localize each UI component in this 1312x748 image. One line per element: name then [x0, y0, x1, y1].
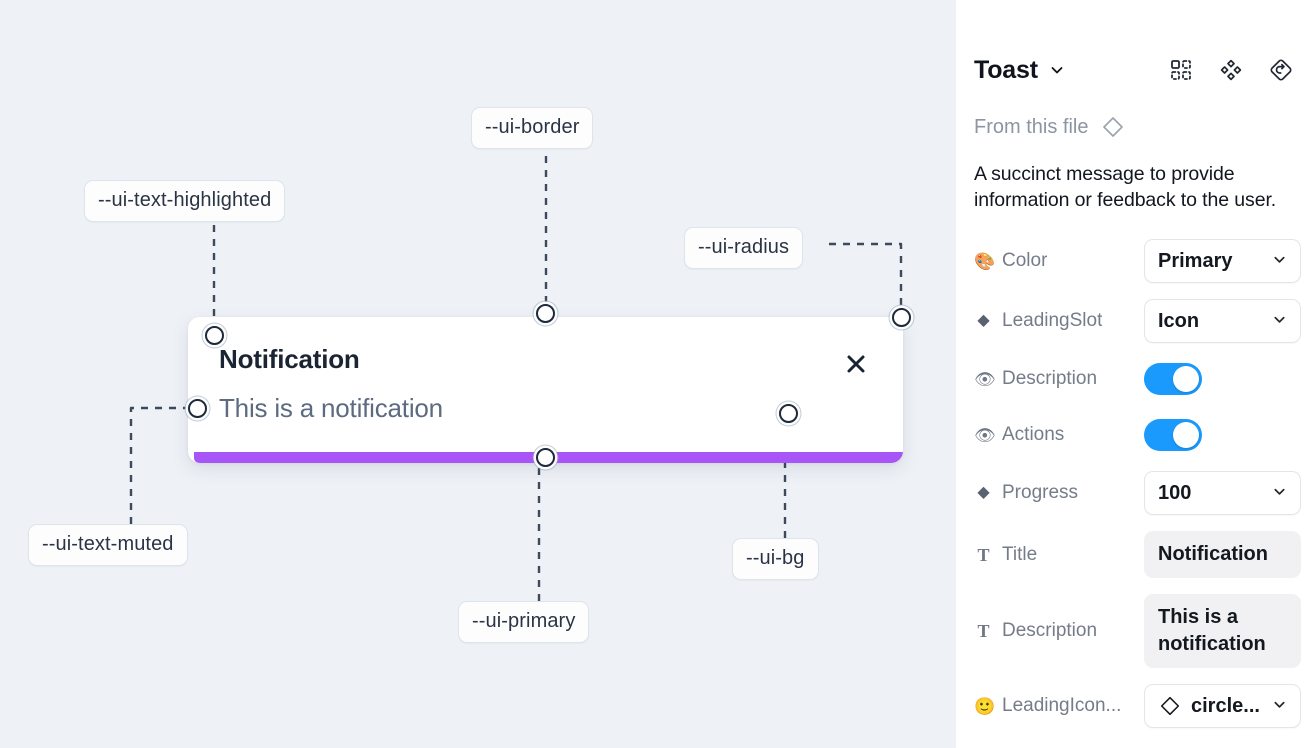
token-chip-ui-radius[interactable]: --ui-radius [684, 227, 804, 269]
eye-icon: 👁 [974, 425, 996, 445]
property-label: Description [1002, 620, 1098, 642]
toggle-knob [1173, 366, 1199, 393]
title-field[interactable]: Notification [1144, 531, 1301, 579]
diamond-icon: ◆ [977, 484, 990, 502]
reset-diamond-icon[interactable] [1268, 57, 1294, 83]
property-row-actions-toggle: 👁 Actions [974, 415, 1294, 455]
property-label: Actions [1002, 424, 1065, 446]
four-diamonds-icon[interactable] [1218, 57, 1244, 83]
property-row-description-text: T Description This is a notification [974, 594, 1301, 669]
toast-description: This is a notification [219, 393, 443, 423]
from-this-file-label: From this file [974, 115, 1089, 138]
property-row-leadingslot: ◆ LeadingSlot Icon [974, 299, 1301, 344]
smiley-icon: 🙂 [974, 696, 996, 716]
chevron-down-icon [1272, 310, 1287, 333]
token-handle-ui-border[interactable] [536, 304, 555, 323]
grid-dotted-icon[interactable] [1168, 57, 1194, 83]
property-label: Color [1002, 250, 1048, 272]
description-field[interactable]: This is a notification [1144, 594, 1301, 669]
property-label: Progress [1002, 482, 1079, 504]
leadingslot-select[interactable]: Icon [1144, 299, 1301, 344]
diamond-icon [1158, 694, 1182, 718]
leadingslot-select-value: Icon [1158, 309, 1200, 332]
progress-select-value: 100 [1158, 481, 1192, 504]
palette-icon: 🎨 [974, 251, 996, 271]
description-toggle[interactable] [1144, 363, 1202, 396]
eye-icon: 👁 [974, 369, 996, 389]
chevron-down-icon [1272, 250, 1287, 273]
property-row-color: 🎨 Color Primary [974, 239, 1301, 284]
panel-header: Toast [974, 48, 1294, 92]
token-chip-ui-text-muted[interactable]: --ui-text-muted [28, 524, 188, 566]
color-select[interactable]: Primary [1144, 239, 1301, 284]
toast-title: Notification [219, 344, 360, 374]
toggle-knob [1173, 422, 1199, 449]
panel-actions [1168, 57, 1294, 83]
property-label: Description [1002, 368, 1098, 390]
close-icon[interactable] [841, 349, 871, 379]
properties-panel: Toast [956, 0, 1312, 748]
token-chip-ui-text-highlighted[interactable]: --ui-text-highlighted [84, 180, 286, 222]
token-handle-ui-bg[interactable] [779, 404, 798, 423]
from-this-file-row[interactable]: From this file [974, 114, 1294, 140]
property-row-progress: ◆ Progress 100 [974, 471, 1301, 516]
property-list: 🎨 Color Primary ◆ LeadingSlot [974, 239, 1301, 729]
token-handle-ui-radius[interactable] [892, 308, 911, 327]
property-label: Title [1002, 543, 1038, 565]
property-row-description-toggle: 👁 Description [974, 359, 1294, 399]
property-label: LeadingIcon... [1002, 695, 1122, 717]
leadingicon-select[interactable]: circle... [1144, 684, 1301, 729]
property-label: LeadingSlot [1002, 310, 1103, 332]
token-handle-ui-primary[interactable] [536, 448, 555, 467]
token-chip-ui-bg[interactable]: --ui-bg [732, 538, 819, 580]
token-handle-ui-text-muted[interactable] [188, 399, 207, 418]
toast-preview-card[interactable]: Notification This is a notification [188, 317, 903, 463]
design-canvas[interactable]: --ui-text-highlighted --ui-border --ui-r… [0, 0, 956, 748]
progress-select[interactable]: 100 [1144, 471, 1301, 516]
token-handle-ui-text-highlighted[interactable] [205, 326, 224, 345]
component-name-dropdown[interactable]: Toast [974, 56, 1065, 85]
text-icon: T [977, 544, 990, 565]
actions-toggle[interactable] [1144, 419, 1202, 452]
chevron-down-icon [1272, 482, 1287, 505]
chevron-down-icon [1272, 695, 1287, 718]
color-select-value: Primary [1158, 249, 1233, 272]
text-icon: T [977, 621, 990, 642]
property-row-title: T Title Notification [974, 531, 1301, 579]
diamond-icon [1100, 114, 1126, 140]
diamond-icon: ◆ [977, 312, 990, 330]
property-row-leadingicon: 🙂 LeadingIcon... circle... [974, 684, 1301, 729]
token-chip-ui-border[interactable]: --ui-border [471, 107, 594, 149]
leadingicon-select-value: circle... [1191, 694, 1260, 717]
component-description: A succinct message to provide informatio… [974, 163, 1277, 211]
token-chip-ui-primary[interactable]: --ui-primary [458, 601, 590, 643]
page-title: Toast [974, 55, 1038, 84]
chevron-down-icon [1049, 62, 1065, 83]
